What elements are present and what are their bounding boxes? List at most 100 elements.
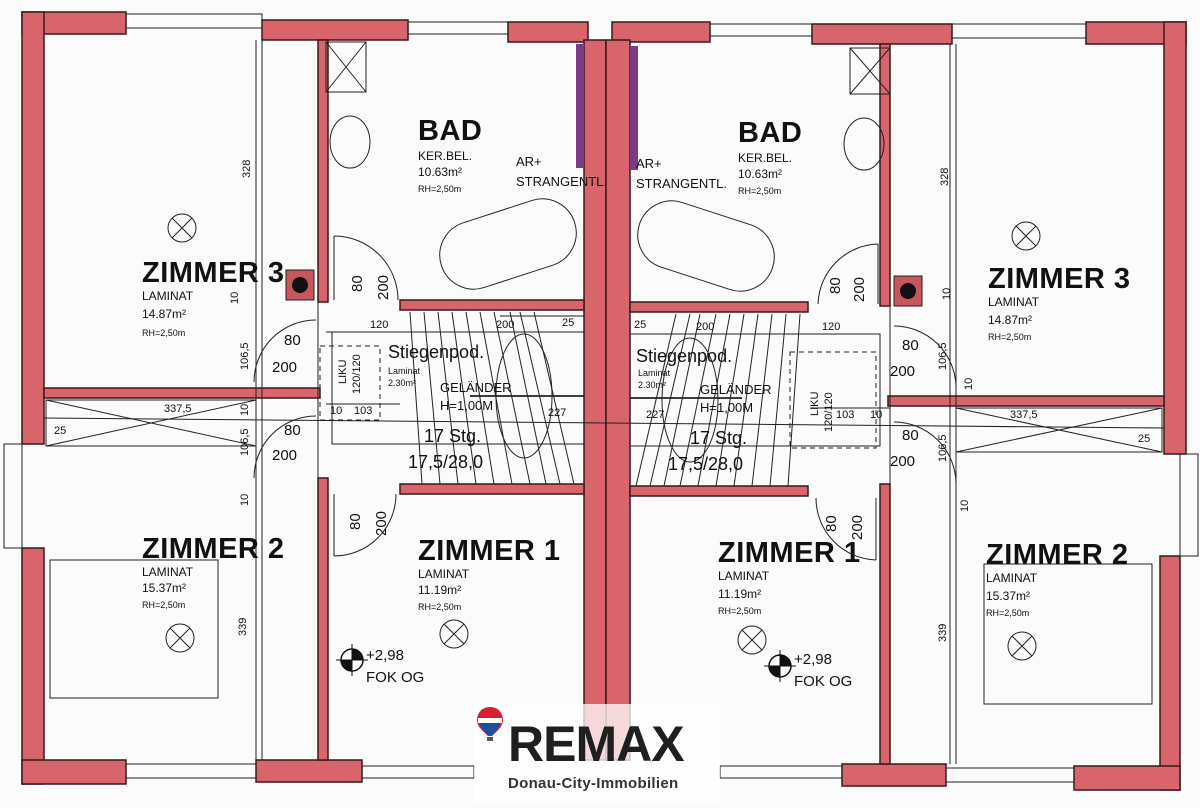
right-zimmer2-height: RH=2,50m	[986, 608, 1029, 618]
right-bad-area: 10.63m²	[738, 167, 782, 181]
liku-right-size: 120/120	[823, 392, 835, 432]
right-zimmer3-name: ZIMMER 3	[988, 263, 1131, 295]
right-stair-steps: 17 Stg.	[690, 428, 747, 448]
left-zimmer1-height: RH=2,50m	[418, 602, 461, 612]
left-zimmer2-dim: 339	[237, 618, 249, 636]
dim-25-a: 25	[562, 317, 574, 329]
dim-200-g: 200	[890, 363, 915, 380]
dim-200-f: 200	[272, 447, 297, 464]
right-zimmer1-area: 11.19m²	[718, 587, 761, 601]
left-level-label: FOK OG	[366, 669, 424, 686]
walls	[21, 11, 1187, 791]
shaft-right	[630, 46, 638, 170]
left-zimmer1-name: ZIMMER 1	[418, 535, 561, 567]
left-stair-name: Stiegenpod.	[388, 342, 484, 362]
dim-80-c: 80	[347, 513, 364, 530]
dim-200-a: 200	[375, 275, 392, 300]
right-level-value: +2,98	[794, 651, 832, 668]
dim-10-f: 10	[941, 288, 953, 300]
left-stair-stepsize: 17,5/28,0	[408, 452, 483, 472]
dim-10-e: 10	[239, 494, 251, 506]
right-zimmer1-floor: LAMINAT	[718, 569, 770, 583]
dim-200-c: 200	[373, 511, 390, 536]
dim-80-g: 80	[902, 337, 919, 354]
dim-80-d: 80	[823, 515, 840, 532]
left-stair-area: 2.30m²	[388, 378, 416, 388]
right-zimmer3-dim: 328	[939, 168, 951, 186]
dim-25-d: 25	[1138, 433, 1150, 445]
dim-200-e: 200	[272, 359, 297, 376]
left-stair-steps: 17 Stg.	[424, 426, 481, 446]
left-zimmer3-dim: 328	[241, 160, 253, 178]
right-bad-note2: STRANGENTL.	[636, 176, 727, 191]
dim-200-i: 200	[496, 319, 514, 331]
dim-80-h: 80	[902, 427, 919, 444]
right-zimmer2-dim: 339	[937, 624, 949, 642]
logo-backdrop	[474, 704, 720, 802]
right-bad-height: RH=2,50m	[738, 186, 781, 196]
left-bad-note1: AR+	[516, 154, 542, 169]
right-level-label: FOK OG	[794, 673, 852, 690]
left-bad-floor: KER.BEL.	[418, 149, 472, 163]
right-zimmer3-height: RH=2,50m	[988, 332, 1031, 342]
right-stair-railing2: H=1,00M	[700, 400, 753, 415]
left-bad-note2: STRANGENTL.	[516, 174, 607, 189]
dimension-lines	[43, 315, 1165, 429]
right-unit: BAD KER.BEL. 10.63m² RH=2,50m AR+ STRANG…	[636, 117, 1131, 690]
dim-25-c: 25	[54, 425, 66, 437]
left-bad-height: RH=2,50m	[418, 184, 461, 194]
right-stair-stepsize: 17,5/28,0	[668, 454, 743, 474]
left-zimmer2-height: RH=2,50m	[142, 600, 185, 610]
right-zimmer1-height: RH=2,50m	[718, 606, 761, 616]
right-zimmer2-floor: LAMINAT	[986, 571, 1038, 585]
dim-227-b: 227	[646, 409, 664, 421]
dim-106-c: 106,5	[937, 342, 949, 370]
light-fixtures	[165, 213, 1041, 661]
dim-103-b: 103	[836, 409, 854, 421]
dim-10-c: 10	[229, 292, 241, 304]
dim-200-d: 200	[849, 515, 866, 540]
liku-left-label: LIKU	[337, 359, 349, 384]
dim-103-a: 103	[354, 405, 372, 417]
dim-25-b: 25	[634, 319, 646, 331]
left-zimmer3-area: 14.87m²	[142, 307, 186, 321]
dim-10-g: 10	[963, 378, 975, 390]
balloon-logo-icon	[477, 707, 503, 741]
dim-80-f: 80	[284, 422, 301, 439]
dim-106-b: 106,5	[239, 428, 251, 456]
left-unit: BAD KER.BEL. 10.63m² RH=2,50m AR+ STRANG…	[142, 115, 607, 686]
left-zimmer2-name: ZIMMER 2	[142, 533, 285, 565]
right-zimmer3-floor: LAMINAT	[988, 295, 1040, 309]
right-stair-name: Stiegenpod.	[636, 346, 732, 366]
left-bad-name: BAD	[418, 115, 482, 147]
left-zimmer2-floor: LAMINAT	[142, 565, 194, 579]
left-zimmer3-floor: LAMINAT	[142, 289, 194, 303]
left-zimmer1-area: 11.19m²	[418, 583, 461, 597]
dim-10-a: 10	[330, 405, 342, 417]
left-bad-area: 10.63m²	[418, 165, 462, 179]
dim-10-h: 10	[959, 500, 971, 512]
right-bad-note1: AR+	[636, 156, 662, 171]
dim-10-d: 10	[239, 404, 251, 416]
dimension-labels: 80 200 80 200 80 200 80 200 80 200 80 20…	[54, 275, 1150, 540]
dim-106-a: 106,5	[239, 342, 251, 370]
left-zimmer2-area: 15.37m²	[142, 581, 186, 595]
left-level-marker	[336, 644, 368, 676]
chimney-right	[893, 275, 923, 307]
right-zimmer2-area: 15.37m²	[986, 589, 1030, 603]
dim-106-d: 106,5	[937, 434, 949, 462]
left-zimmer3-height: RH=2,50m	[142, 328, 185, 338]
right-zimmer3-area: 14.87m²	[988, 313, 1032, 327]
dim-200-j: 200	[696, 321, 714, 333]
left-stair-railing2: H=1,00M	[440, 398, 493, 413]
liku-left	[319, 345, 381, 421]
right-bad-name: BAD	[738, 117, 802, 149]
liku-right-label: LIKU	[809, 391, 821, 416]
left-zimmer1-floor: LAMINAT	[418, 567, 470, 581]
dim-337-a: 337,5	[164, 403, 192, 415]
right-stair-floor: Laminat	[638, 368, 671, 378]
windows	[3, 13, 1199, 783]
liku-left-size: 120/120	[351, 354, 363, 394]
right-stair-railing1: GELÄNDER	[700, 382, 772, 397]
